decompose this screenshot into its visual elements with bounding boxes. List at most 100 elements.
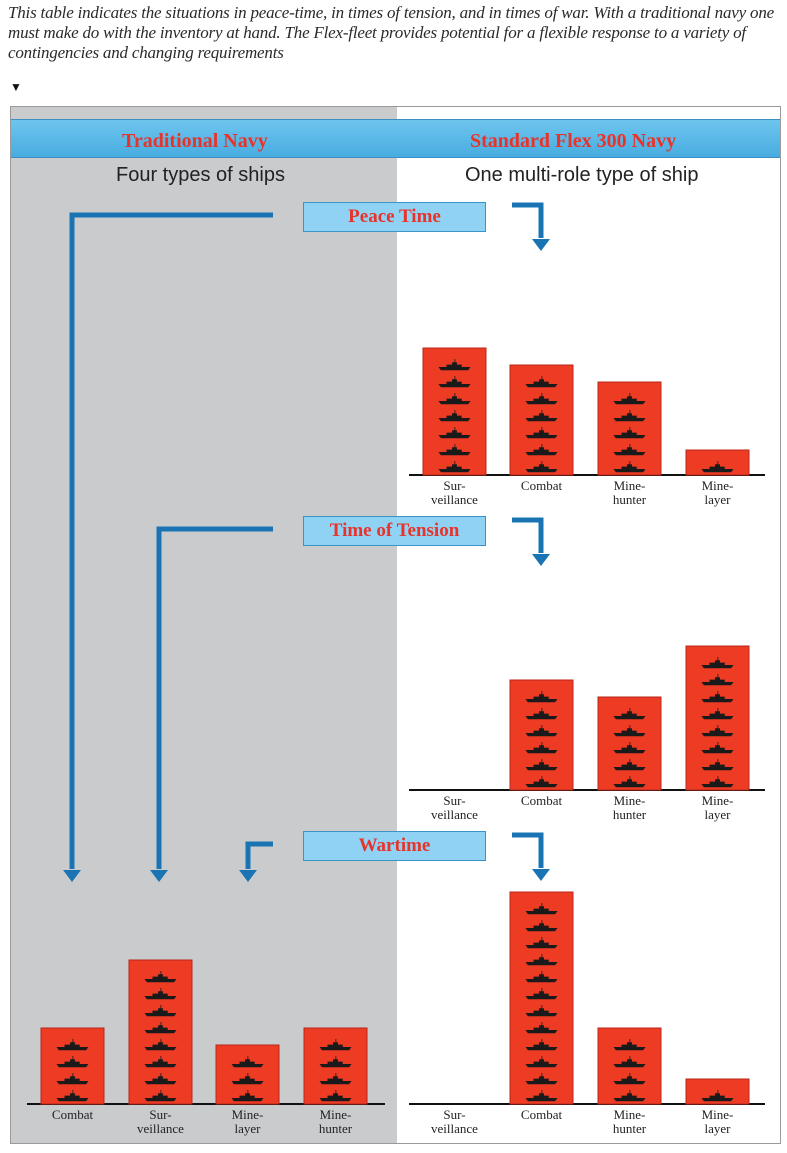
ship-icon bbox=[525, 427, 558, 439]
ship-icon bbox=[525, 988, 558, 1000]
ship-icon bbox=[701, 742, 734, 754]
ship-icon bbox=[144, 988, 177, 1000]
comparison-diagram: Traditional Navy Standard Flex 300 Navy … bbox=[10, 106, 781, 1144]
ship-icon bbox=[525, 759, 558, 771]
ship-icon bbox=[525, 903, 558, 915]
ship-icon bbox=[613, 1073, 646, 1085]
ship-icon bbox=[701, 1090, 734, 1102]
tick-label-0-1-0: Combat bbox=[521, 478, 563, 493]
ship-icon bbox=[438, 393, 471, 405]
ship-icon bbox=[56, 1073, 89, 1085]
ship-icon bbox=[525, 410, 558, 422]
left-column-title: Traditional Navy bbox=[122, 130, 268, 152]
ship-icon bbox=[525, 461, 558, 473]
ship-icon bbox=[525, 393, 558, 405]
arrow-tension-to-surveillance bbox=[156, 526, 273, 869]
ship-icon bbox=[525, 1039, 558, 1051]
ship-icon bbox=[525, 1073, 558, 1085]
ship-icon bbox=[56, 1039, 89, 1051]
ship-icon bbox=[144, 1073, 177, 1085]
tick-label-1-2-0: Mine- bbox=[614, 793, 646, 808]
tick-label-2-2-1: hunter bbox=[613, 1121, 647, 1136]
tick-label-1-3-1: layer bbox=[705, 807, 732, 822]
ship-icon bbox=[438, 444, 471, 456]
tick-label-3-2-1: layer bbox=[235, 1121, 262, 1136]
ship-icon bbox=[438, 359, 471, 371]
arrow-tension-right bbox=[512, 517, 544, 553]
ship-icon bbox=[701, 674, 734, 686]
ship-icon bbox=[438, 376, 471, 388]
tick-label-2-0-1: veillance bbox=[431, 1121, 478, 1136]
ship-icon bbox=[144, 1039, 177, 1051]
tick-label-2-3-1: layer bbox=[705, 1121, 732, 1136]
ship-icon bbox=[613, 759, 646, 771]
ship-icon bbox=[701, 691, 734, 703]
ship-icon bbox=[701, 725, 734, 737]
caption-marker-icon: ▼ bbox=[10, 80, 22, 94]
ship-icon bbox=[525, 1022, 558, 1034]
ship-icon bbox=[613, 393, 646, 405]
tick-label-0-0-1: veillance bbox=[431, 492, 478, 507]
ship-icon bbox=[613, 1090, 646, 1102]
ship-icon bbox=[701, 461, 734, 473]
arrow-wartime-right-head bbox=[532, 869, 550, 881]
ship-icon bbox=[525, 708, 558, 720]
ship-icon bbox=[613, 1039, 646, 1051]
ship-icon bbox=[525, 742, 558, 754]
arrowhead-combat bbox=[63, 870, 81, 882]
tick-label-1-1-0: Combat bbox=[521, 793, 563, 808]
ship-icon bbox=[525, 691, 558, 703]
ship-icon bbox=[231, 1090, 264, 1102]
ship-icon bbox=[144, 971, 177, 983]
ship-icon bbox=[613, 427, 646, 439]
ship-icon bbox=[701, 776, 734, 788]
arrow-peace-right-head bbox=[532, 239, 550, 251]
ship-icon bbox=[525, 971, 558, 983]
arrow-peace-right bbox=[512, 202, 544, 238]
ship-icon bbox=[144, 1022, 177, 1034]
ship-icon bbox=[613, 410, 646, 422]
ship-icon bbox=[231, 1073, 264, 1085]
tick-label-1-0-1: veillance bbox=[431, 807, 478, 822]
arrow-wartime-to-minelayer bbox=[245, 841, 273, 869]
phase-wartime: Wartime bbox=[303, 831, 486, 861]
ship-icon bbox=[525, 1090, 558, 1102]
arrow-wartime-right bbox=[512, 832, 544, 868]
tick-label-1-3-0: Mine- bbox=[702, 793, 734, 808]
tick-label-2-1-0: Combat bbox=[521, 1107, 563, 1122]
ship-icon bbox=[319, 1056, 352, 1068]
ship-icon bbox=[525, 725, 558, 737]
tick-label-3-0-0: Combat bbox=[52, 1107, 94, 1122]
ship-icon bbox=[525, 444, 558, 456]
header-bar: Traditional Navy Standard Flex 300 Navy bbox=[11, 119, 780, 158]
ship-icon bbox=[613, 776, 646, 788]
caption-text: This table indicates the situations in p… bbox=[8, 3, 774, 62]
ship-icon bbox=[613, 461, 646, 473]
tick-label-2-2-0: Mine- bbox=[614, 1107, 646, 1122]
ship-icon bbox=[525, 776, 558, 788]
tick-label-3-1-0: Sur- bbox=[149, 1107, 171, 1122]
tick-label-3-1-1: veillance bbox=[137, 1121, 184, 1136]
tick-label-0-0-0: Sur- bbox=[443, 478, 465, 493]
arrowhead-surveillance bbox=[150, 870, 168, 882]
left-column-subtitle: Four types of ships bbox=[116, 164, 285, 186]
ship-icon bbox=[525, 954, 558, 966]
ship-icon bbox=[319, 1039, 352, 1051]
ship-icon bbox=[144, 1005, 177, 1017]
tick-label-3-3-0: Mine- bbox=[320, 1107, 352, 1122]
right-column-subtitle: One multi-role type of ship bbox=[465, 164, 699, 186]
ship-icon bbox=[319, 1073, 352, 1085]
tick-label-0-2-1: hunter bbox=[613, 492, 647, 507]
ship-icon bbox=[56, 1090, 89, 1102]
tick-label-3-3-1: hunter bbox=[319, 1121, 353, 1136]
ship-icon bbox=[525, 376, 558, 388]
arrow-tension-right-head bbox=[532, 554, 550, 566]
ship-icon bbox=[438, 427, 471, 439]
tick-label-1-0-0: Sur- bbox=[443, 793, 465, 808]
ship-icon bbox=[525, 1056, 558, 1068]
ship-icon bbox=[613, 742, 646, 754]
